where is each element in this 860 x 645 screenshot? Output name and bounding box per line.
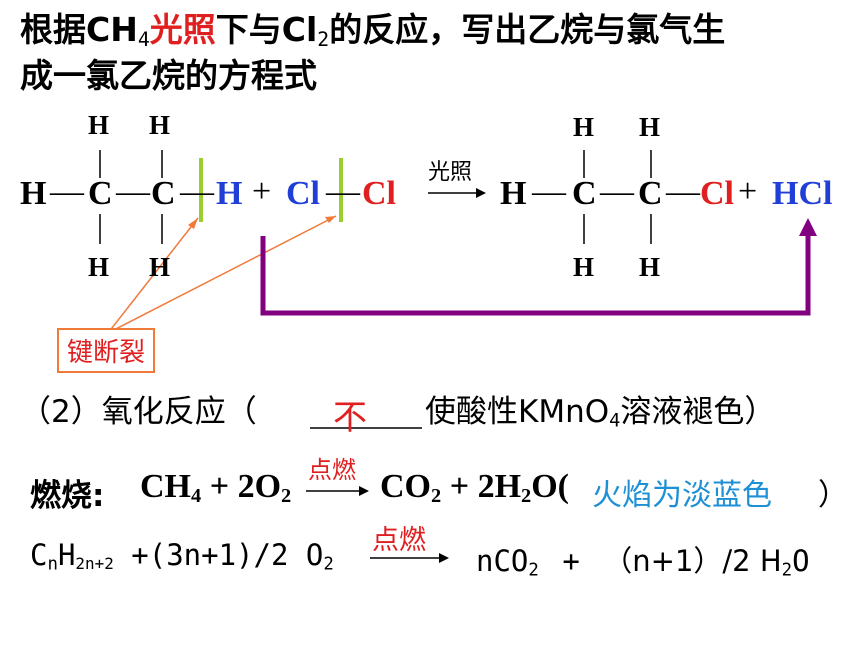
reaction-condition-light: 光照	[428, 160, 473, 185]
combustion-ch4-sub: 4	[191, 485, 202, 508]
ethane-c-2: C	[151, 175, 176, 212]
combustion-ch4: CH	[140, 468, 191, 505]
chloroethane-h-top-2: H	[639, 112, 661, 142]
combustion-flame-note: 火焰为淡蓝色	[592, 478, 772, 513]
title-sub-4: 4	[137, 27, 150, 51]
purple-migration-arrow	[260, 232, 811, 316]
chlorine-atom-2: Cl	[362, 175, 396, 212]
page-title-line-2: 成一氯乙烷的方程式	[20, 56, 317, 95]
general-arrow-head	[439, 553, 449, 563]
ethane-h-top-2: H	[149, 110, 171, 140]
general-c-sub: n	[47, 554, 58, 575]
oxidation-reaction-line: （2）氧化反应（	[20, 392, 257, 432]
general-o-sub: 2	[323, 554, 334, 575]
bond-dash-1: —	[50, 173, 84, 210]
combustion-o2-sub: 2	[281, 485, 292, 508]
oxidation-suffix-b: 溶液褪色）	[620, 394, 776, 430]
bond-dash-7: —	[666, 173, 700, 210]
general-plus: +	[562, 544, 580, 578]
bond-dash-3: —	[180, 173, 214, 210]
combustion-products: CO2 + 2H2O(	[380, 468, 569, 506]
general-h2o-sub: 2	[781, 560, 793, 581]
oxidation-answer: 不	[333, 398, 367, 438]
ethane-h-left: H	[20, 175, 47, 212]
chlorine-atom-1: Cl	[286, 175, 320, 212]
combustion-arrow-head	[359, 486, 369, 496]
combustion-label: 燃烧:	[30, 478, 105, 514]
bond-break-label: 键断裂	[57, 328, 156, 373]
chloroethane-h-bottom-1: H	[573, 252, 595, 282]
general-h: H	[57, 538, 76, 572]
ethane-h-bottom-2: H	[149, 252, 171, 282]
pointer-line-1	[107, 217, 199, 334]
chloroethane-h-bottom-2: H	[639, 252, 661, 282]
chloroethane-h-top-1: H	[573, 112, 595, 142]
general-h2o-end: O	[792, 544, 810, 578]
purple-arrowhead	[799, 218, 817, 236]
oxidation-suffix-sub: 4	[609, 410, 621, 432]
plus-sign-1: +	[252, 173, 272, 210]
combustion-close: ）	[818, 478, 848, 513]
pointer-arrowhead-2	[325, 216, 336, 223]
combustion-h2o-sub: 2	[521, 485, 532, 508]
title-text-3: 下与Cl	[215, 10, 318, 49]
title-text-4: 的反应，写出乙烷与氯气生	[329, 10, 726, 49]
title-text-light: 光照	[149, 10, 216, 49]
oxidation-prefix: （2）氧化反应（	[20, 394, 257, 430]
general-h2o: （n+1）/2 H	[603, 544, 782, 578]
general-c: C	[30, 538, 48, 572]
chloroethane-cl: Cl	[700, 175, 734, 212]
page-title-line-1: 根据CH4光照下与Cl2的反应，写出乙烷与氯气生	[20, 8, 725, 52]
general-nco2: nCO	[476, 544, 529, 578]
combustion-h2o: + 2H	[449, 468, 522, 505]
general-products: nCO2 + （n+1）/2 H2O	[476, 538, 810, 580]
reaction-arrow-head	[476, 188, 486, 198]
combustion-o2: + 2O	[209, 468, 282, 505]
pointer-arrowhead-1	[188, 218, 198, 229]
bond-dash-2: —	[116, 173, 150, 210]
title-sub-2: 2	[317, 27, 330, 51]
general-h-sub: 2n+2	[75, 553, 114, 573]
oxidation-suffix: 使酸性KMnO4溶液褪色）	[425, 392, 775, 432]
general-condition: 点燃	[372, 525, 426, 556]
pointer-line-2	[107, 215, 337, 334]
ethane-h-bottom-1: H	[88, 252, 110, 282]
combustion-co2-sub: 2	[431, 485, 442, 508]
bond-dash-4: —	[326, 173, 360, 210]
general-nco2-sub: 2	[528, 560, 539, 581]
chloroethane-c-1: C	[572, 175, 597, 212]
bond-dash-5: —	[532, 173, 566, 210]
general-reactants: CnH2n+2 +(3n+1)/2 O2	[30, 538, 334, 575]
combustion-h2o-end: O(	[531, 468, 570, 505]
general-coef: +(3n+1)/2 O	[131, 538, 324, 572]
chloroethane-h-left: H	[500, 175, 527, 212]
oxidation-suffix-a: 使酸性KMnO	[425, 394, 610, 430]
title-text-1: 根据CH	[20, 10, 138, 49]
combustion-co2: CO	[380, 468, 431, 505]
combustion-reactants: CH4 + 2O2	[140, 468, 291, 506]
ethane-c-1: C	[88, 175, 113, 212]
plus-sign-2: +	[738, 173, 758, 210]
ethane-h-right: H	[216, 175, 243, 212]
bond-dash-6: —	[600, 173, 634, 210]
ethane-h-top-1: H	[88, 110, 110, 140]
chloroethane-c-2: C	[638, 175, 663, 212]
combustion-condition: 点燃	[308, 456, 356, 484]
hcl-product: HCl	[772, 175, 833, 212]
